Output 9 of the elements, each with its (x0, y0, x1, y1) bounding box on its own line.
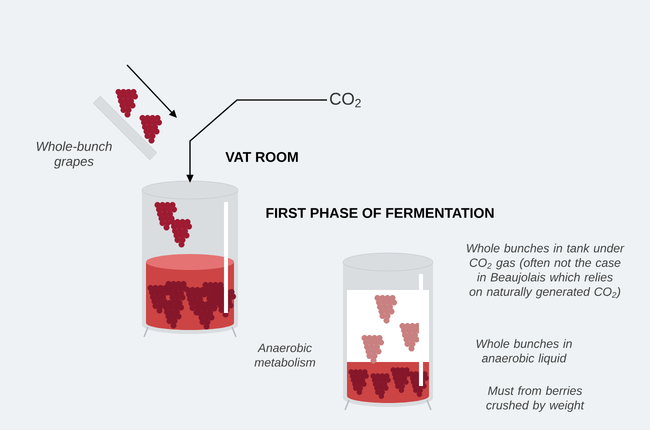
gas-label: CO$_{2}$ (330, 92, 361, 108)
heading-text: FIRST PHASE OF FERMENTATION (266, 208, 494, 218)
caption-text: Whole-bunch grapes (36, 141, 112, 169)
annotation-text: Whole bunches in anaerobic liquid (476, 339, 572, 365)
heading-text: VAT ROOM (225, 152, 298, 162)
annotation-text: Must from berries crushed by weight (486, 386, 584, 412)
annotation-text: Whole bunches in tank under CO$_{2}$ gas (often not the case in Beaujolais which relies on naturally generated CO$_{2}$) (467, 244, 624, 298)
vat-drawing (142, 180, 238, 338)
annotation-text: Anaerobic metabolism (254, 343, 316, 367)
